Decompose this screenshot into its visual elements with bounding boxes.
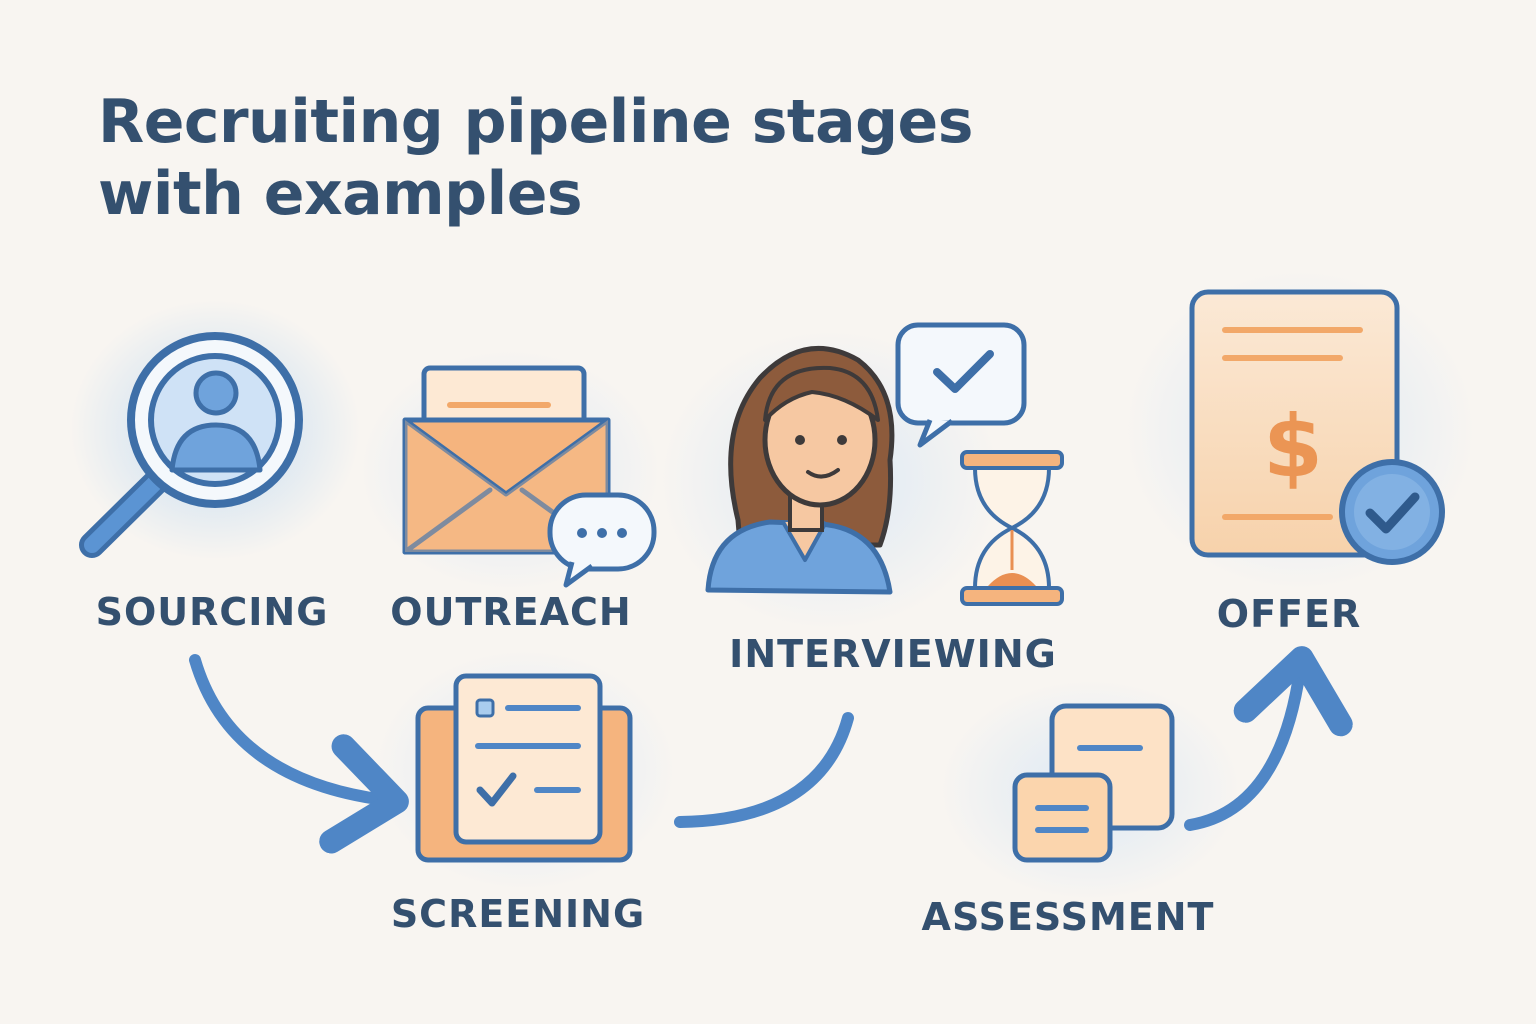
offer-document-dollar-icon: $ [1125,270,1475,590]
title-line-2: with examples [98,159,583,229]
stage-label-outreach: OUTREACH [390,590,632,634]
stacked-cards-icon [940,680,1240,900]
checklist-clipboard-icon [375,650,675,890]
magnifier-person-icon [70,300,360,560]
svg-text:$: $ [1263,397,1323,497]
arrow-screening-to-interviewing [674,712,854,828]
title-line-1: Recruiting pipeline stages [98,87,973,157]
stage-label-screening: SCREENING [390,892,646,936]
stage-label-interviewing: INTERVIEWING [729,632,1057,676]
connector-arrows [189,646,1353,854]
stage-label-offer: OFFER [1216,592,1362,636]
arrow-sourcing-to-screening [189,654,409,854]
diagram-title: Recruiting pipeline stages with examples [98,86,1098,230]
candidate-speech-hourglass-icon [660,322,1064,630]
arrow-assessment-to-offer [1184,646,1353,831]
stage-label-sourcing: SOURCING [95,590,329,634]
stage-label-assessment: ASSESSMENT [921,895,1215,939]
envelope-chat-icon [360,350,660,590]
